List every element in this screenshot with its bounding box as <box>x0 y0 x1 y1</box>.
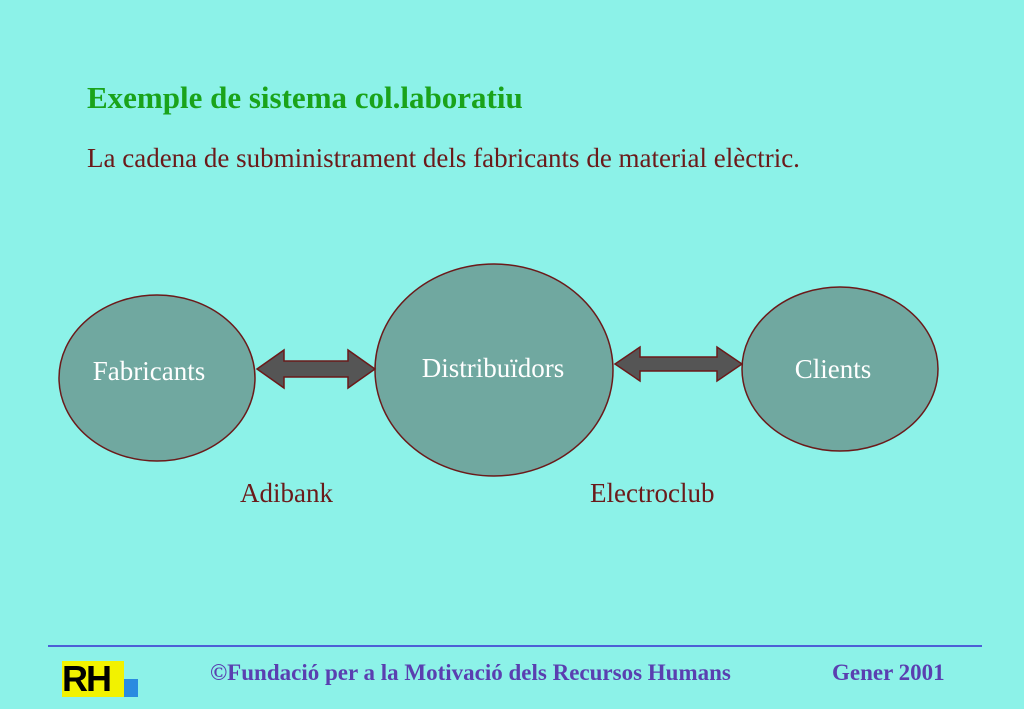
slide-subtitle: La cadena de subministrament dels fabric… <box>87 143 800 173</box>
node-fabricants <box>58 294 256 462</box>
node-label-clients: Clients <box>795 354 872 384</box>
double-arrow-adibank <box>255 348 377 390</box>
double-arrow-electroclub <box>613 345 744 383</box>
rh-logo: RH <box>62 661 140 697</box>
footer-copyright: ©Fundació per a la Motivació dels Recurs… <box>210 660 731 685</box>
slide-title: Exemple de sistema col.laboratiu <box>87 80 523 115</box>
link-label-adibank: Adibank <box>240 478 333 508</box>
node-clients <box>741 286 939 452</box>
node-label-distribuidors: Distribuïdors <box>422 353 565 383</box>
logo-yellow-block <box>62 661 124 697</box>
link-label-electroclub: Electroclub <box>590 478 715 508</box>
footer-date: Gener 2001 <box>832 660 945 685</box>
logo-text: RH <box>62 658 112 699</box>
footer-divider <box>48 645 982 647</box>
node-label-fabricants: Fabricants <box>93 356 205 386</box>
logo-blue-block <box>124 679 138 697</box>
node-distribuidors <box>374 263 614 477</box>
